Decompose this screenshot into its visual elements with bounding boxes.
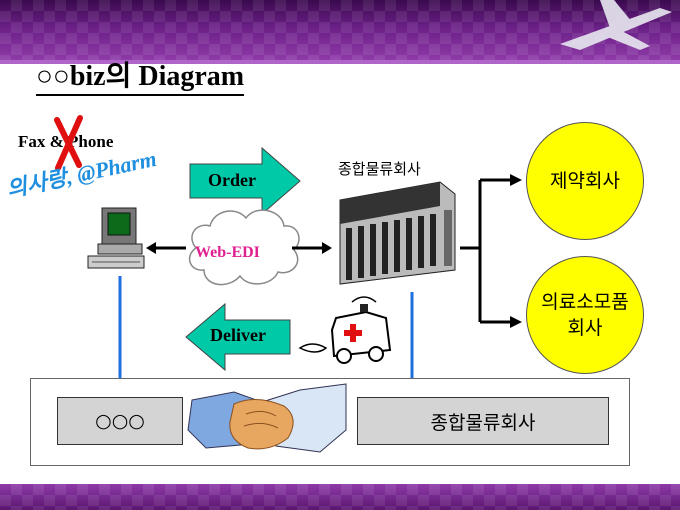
order-label: Order — [208, 170, 256, 190]
company-box-left: ○○○ — [57, 397, 183, 445]
airplane-icon — [560, 0, 672, 50]
deliver-label: Deliver — [210, 325, 266, 345]
bottom-banner — [0, 484, 680, 510]
pharma-company-node: 제약회사 — [526, 122, 644, 240]
ambulance-icon — [298, 296, 392, 364]
web-edi-cloud — [188, 209, 300, 286]
order-arrow — [189, 146, 301, 216]
top-banner — [0, 0, 680, 60]
building-icon — [339, 181, 456, 285]
deliver-arrow — [185, 302, 291, 372]
computer-icon — [87, 207, 145, 269]
partnership-panel: ○○○ 종합물류회사 — [30, 378, 630, 466]
web-edi-label: Web-EDI — [195, 244, 260, 261]
medical-supply-company-node: 의료소모품 회사 — [526, 256, 644, 374]
logistics-company-label: 종합물류회사 — [338, 160, 421, 178]
company-box-right: 종합물류회사 — [357, 397, 609, 445]
divider — [0, 60, 680, 64]
page-title: ○○biz의 Diagram — [36, 60, 245, 96]
